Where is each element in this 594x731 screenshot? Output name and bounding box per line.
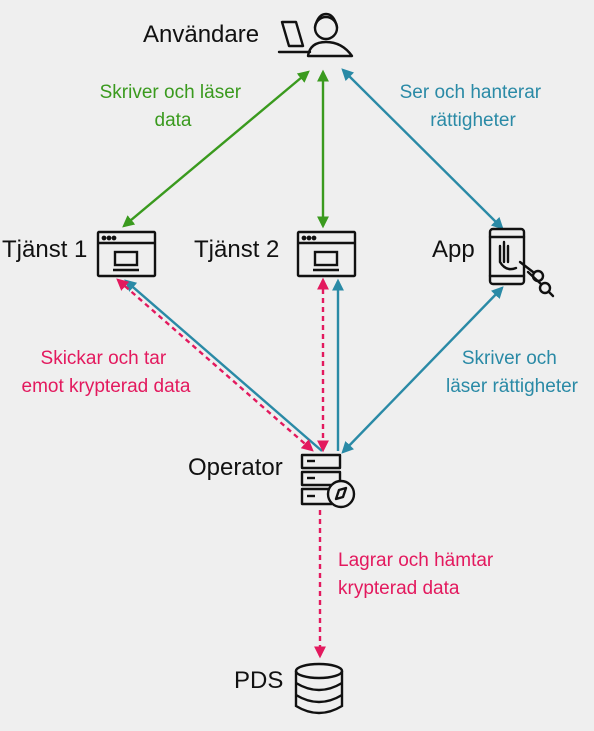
- node-label-service2: Tjänst 2: [194, 236, 279, 263]
- node-label-pds: PDS: [234, 667, 283, 694]
- arrow-operator-app: [341, 286, 504, 454]
- server-with-compass-icon: [300, 453, 356, 509]
- edge-label-operator-app: Skriver och läser rättigheter: [446, 348, 579, 397]
- phone-with-keys-icon: [488, 227, 555, 298]
- dashed-arrow-service1-operator: [116, 278, 314, 452]
- browser-window-icon: [296, 230, 357, 278]
- user-with-laptop-icon: [277, 12, 354, 58]
- database-icon: [294, 662, 344, 715]
- node-label-app: App: [432, 236, 475, 263]
- edge-label-user-app: Ser och hanterar rättigheter: [400, 82, 547, 131]
- arrow-user-app: [341, 68, 504, 230]
- arrow-user-service1: [122, 70, 310, 228]
- node-label-operator: Operator: [188, 454, 283, 481]
- edge-label-user-services: Skriver och läser data: [100, 82, 247, 131]
- browser-window-icon: [96, 230, 157, 278]
- node-label-service1: Tjänst 1: [2, 236, 87, 263]
- edge-label-operator-service: Skickar och tar emot krypterad data: [22, 348, 191, 397]
- edge-label-operator-pds: Lagrar och hämtar krypterad data: [338, 550, 499, 599]
- node-label-user: Användare: [143, 21, 259, 48]
